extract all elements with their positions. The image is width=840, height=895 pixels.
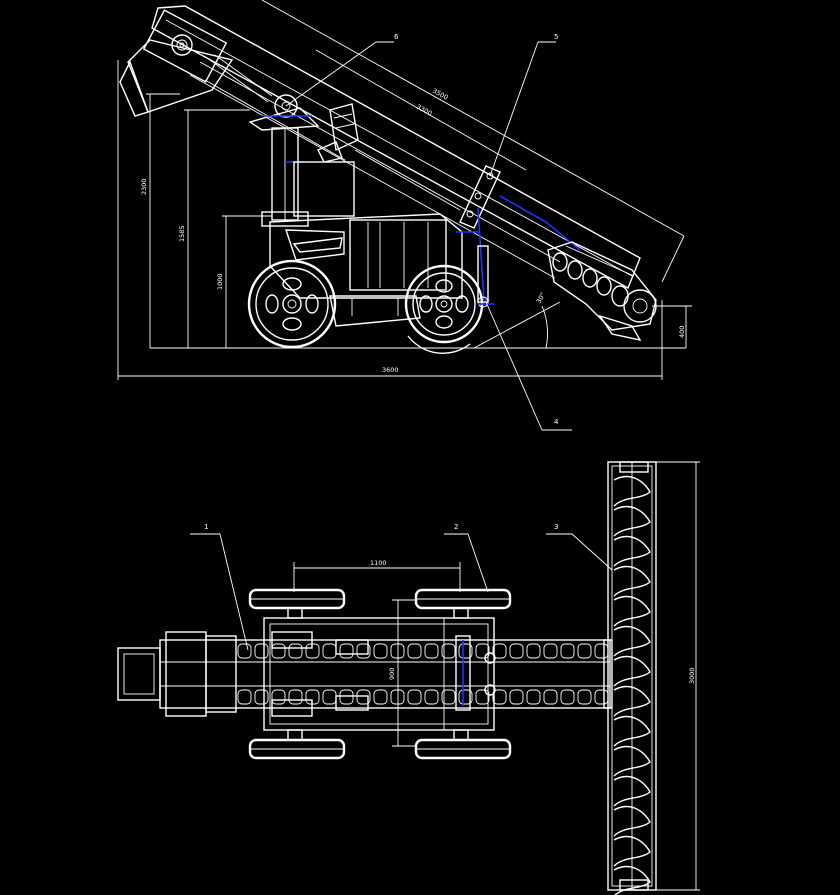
top-view: 1100 900 3000 1 2 3 [117,461,700,895]
chain-link [339,689,354,705]
inclined-conveyor [151,5,641,289]
chain-link [560,643,575,659]
top-dimensions: 1100 900 3000 [293,461,700,891]
auger-flight [613,565,651,597]
chain-link [237,643,252,659]
chain-link [407,689,422,705]
chain-link [305,689,320,705]
dim-angle: 30° [535,291,547,305]
chain-link [373,643,388,659]
chain-link [475,643,490,659]
callout-3: 3 [554,523,558,531]
auger-flight [613,475,651,507]
chain-link [305,643,320,659]
callout-6: 6 [394,33,399,41]
chain-link [407,643,422,659]
chain-link [390,689,405,705]
chain-link [526,643,541,659]
top-auger [603,461,657,891]
chain-link [509,643,524,659]
auger-flight [613,655,651,687]
chain-link [424,643,439,659]
chassis [269,213,463,327]
callout-1: 1 [204,523,208,531]
lift-cylinder [456,165,581,308]
side-view: 3500 3300 2300 1585 1000 3600 [117,0,692,431]
chain-link [237,689,252,705]
chain-link [458,643,473,659]
callout-4: 4 [554,418,559,426]
dim-length-overall: 3600 [382,366,399,374]
chain-link [509,689,524,705]
chain-link [390,643,405,659]
chain-link [475,689,490,705]
auger-flight [613,625,651,657]
auger-flight [613,685,651,717]
side-callouts: 6 5 4 [285,33,572,431]
auger-flight [613,805,651,837]
top-chassis [263,617,495,731]
chain-link [424,689,439,705]
chain-link [577,689,592,705]
rear-wheel [247,259,337,349]
dim-height-total: 2300 [140,178,148,195]
chain-link [373,689,388,705]
clamp-bracket [317,103,359,163]
callout-2: 2 [454,523,458,531]
auger-flight [613,715,651,747]
chain-link [594,643,609,659]
auger-flight [613,595,651,627]
chain-link [560,689,575,705]
chain-link [339,643,354,659]
dim-height-front: 400 [678,326,686,338]
dim-wheelbase: 1100 [370,559,387,567]
auger-flight [613,745,651,777]
chain-link [577,643,592,659]
dim-track: 900 [388,668,396,680]
side-dimensions: 3500 3300 2300 1585 1000 3600 [117,0,692,380]
chain-link [492,643,507,659]
dim-length-top-inner: 3300 [415,103,433,118]
dim-auger-width: 3000 [688,667,696,684]
chain-link [441,689,456,705]
chain-link [543,689,558,705]
dim-height-mid: 1585 [178,225,186,242]
chain-link [492,689,507,705]
auger-flights [613,475,651,895]
chain-link [322,643,337,659]
chain-link [271,689,286,705]
chain-link [543,643,558,659]
chain-link [322,689,337,705]
top-conveyor-chain [117,631,611,717]
front-wheel [404,264,484,354]
top-cylinder-mount [455,635,496,711]
auger-flight [613,535,651,567]
top-wheels [248,588,512,760]
support-column [261,127,355,227]
chain-link [458,689,473,705]
drive-head [119,9,273,117]
chain-link [288,643,303,659]
dim-height-low: 1000 [216,273,224,290]
chain-link [271,643,286,659]
auger-flight [613,835,651,867]
chain-link [254,643,269,659]
chain-link [594,689,609,705]
top-callouts: 1 2 3 [190,523,613,651]
chain-link [288,689,303,705]
auger-flight [613,505,651,537]
idler-pulley [248,94,320,131]
auger-flight [613,865,651,895]
chain-links [237,643,609,705]
chain-link [254,689,269,705]
chain-link [356,689,371,705]
chain-link [526,689,541,705]
chain-link [441,643,456,659]
callout-5: 5 [554,33,558,41]
auger-flight [613,775,651,807]
chain-link [356,643,371,659]
auger-head [547,241,657,342]
